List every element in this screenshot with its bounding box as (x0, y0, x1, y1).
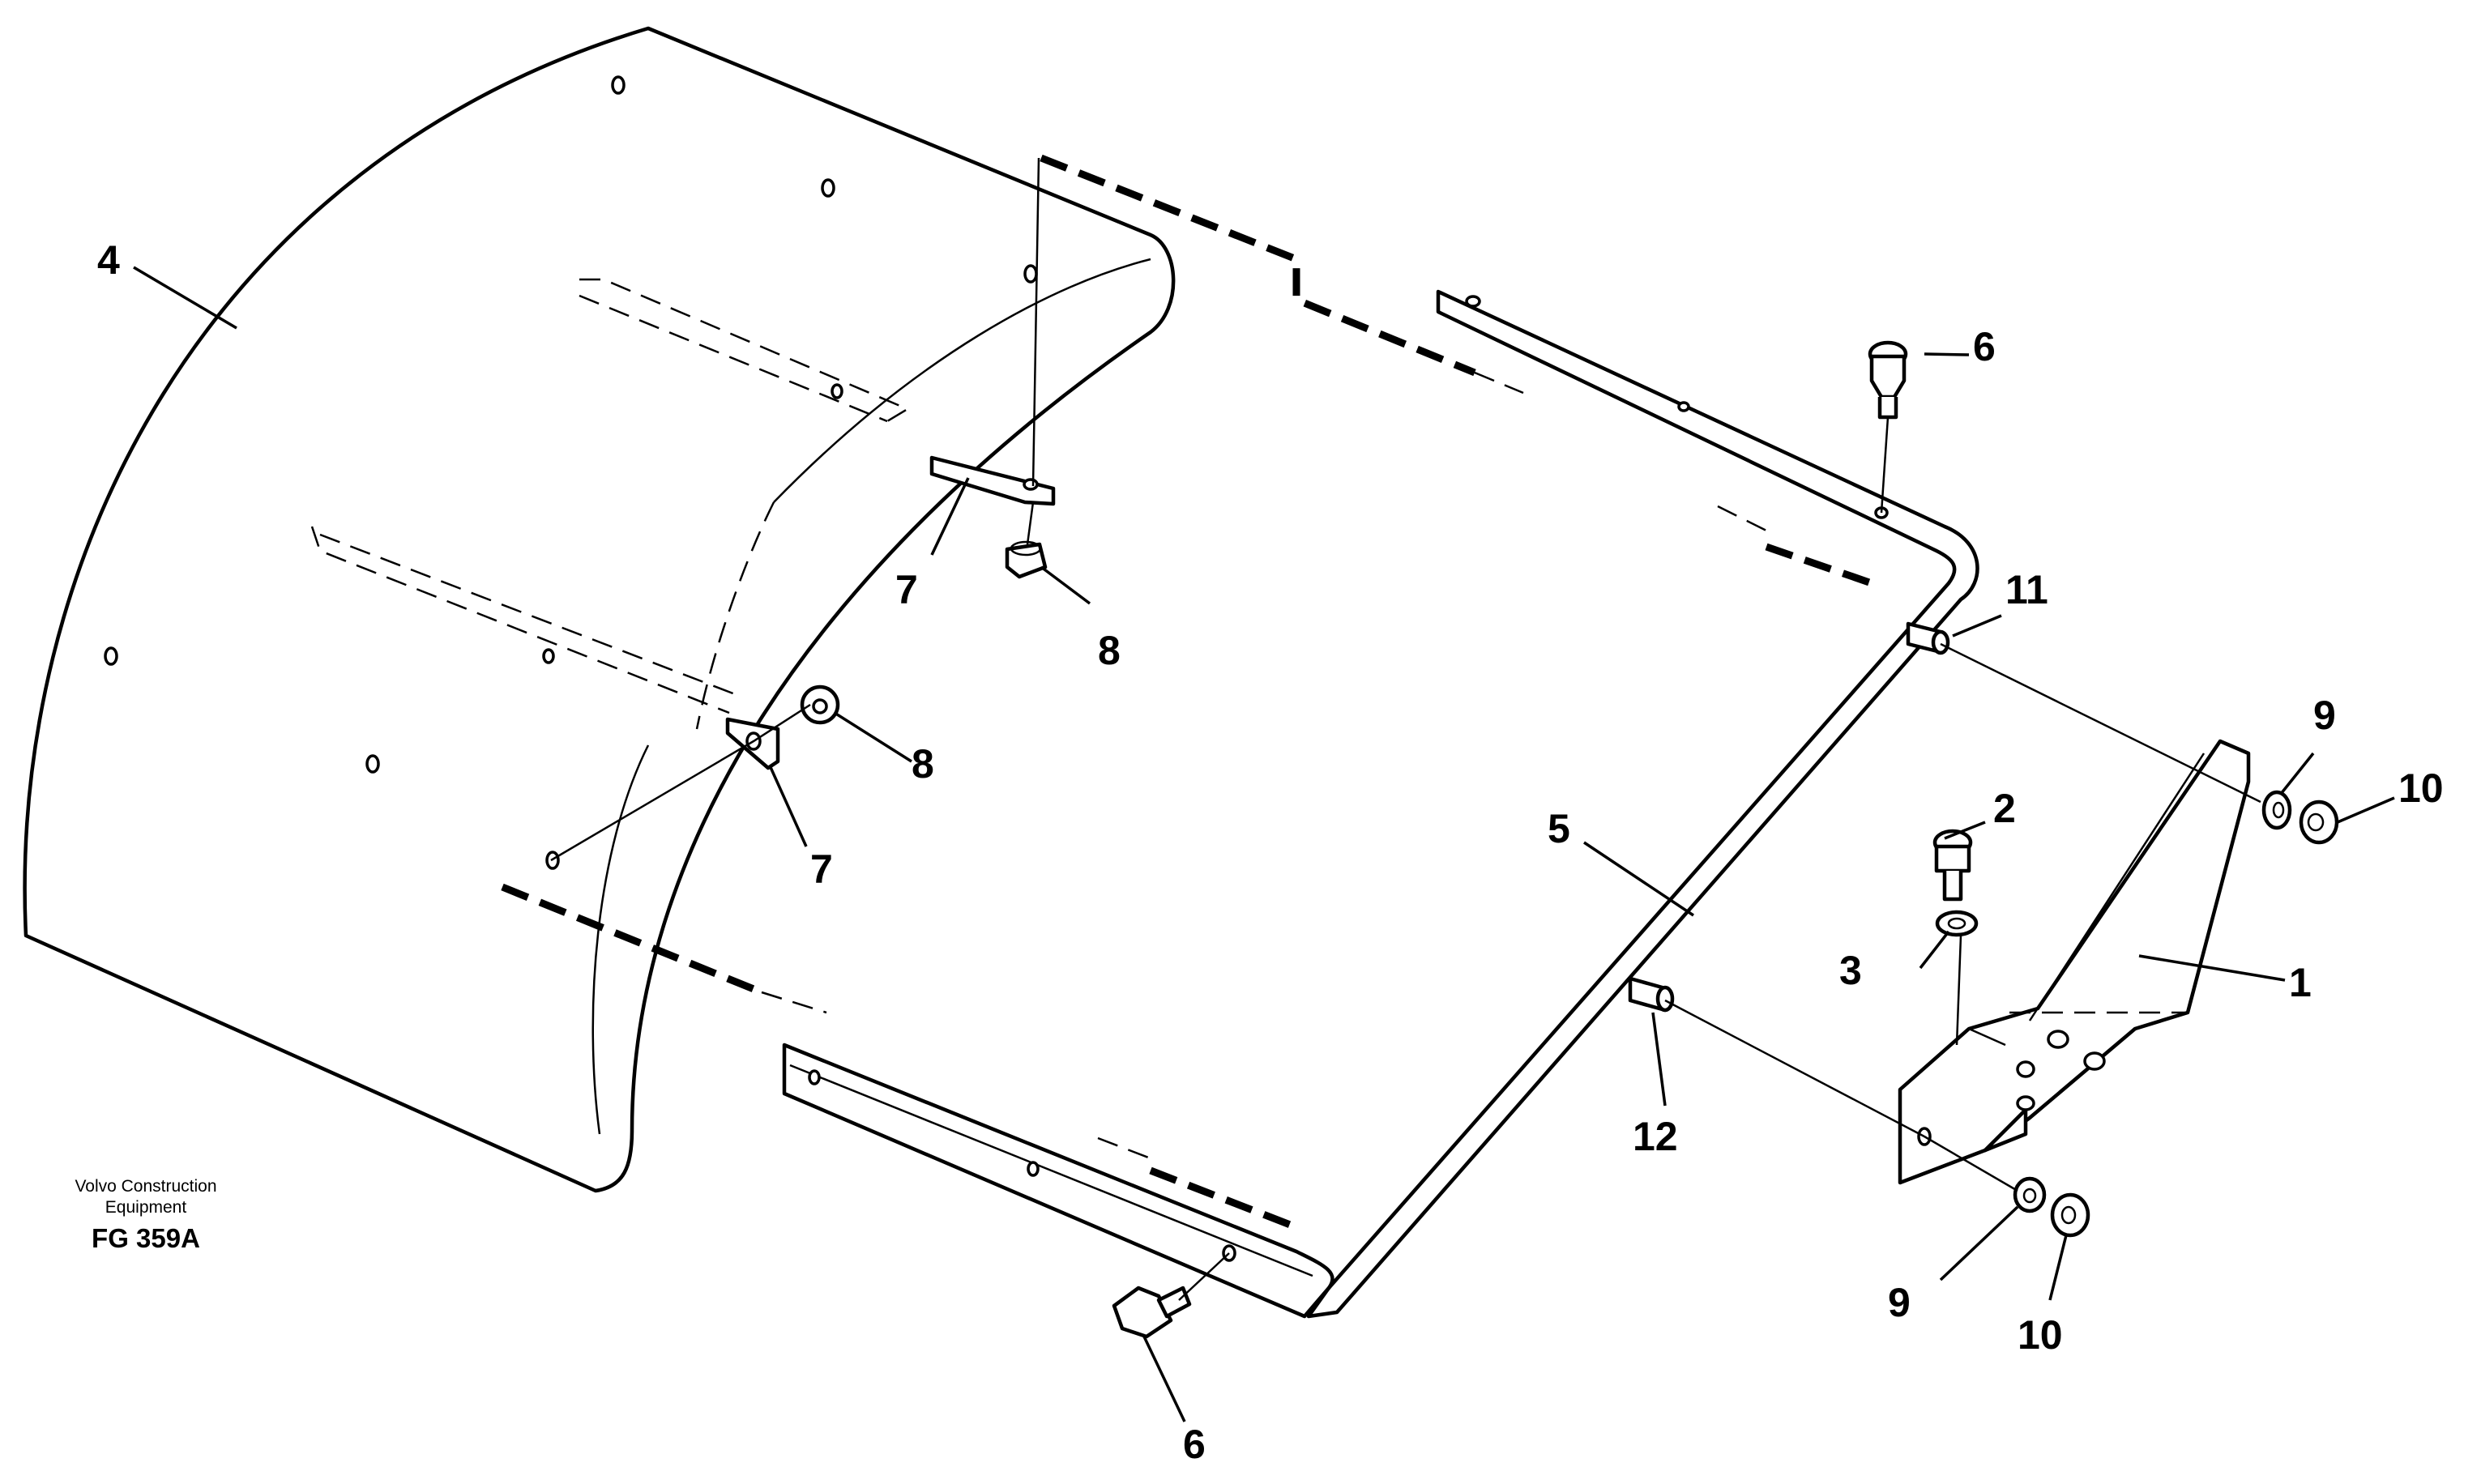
callout-10-upper: 10 (2398, 765, 2444, 811)
bolt-2 (1932, 829, 1973, 902)
nut-10-upper (2299, 800, 2339, 845)
washer-9-lower (2013, 1176, 2047, 1213)
callout-7-upper: 7 (895, 567, 918, 612)
callout-5: 5 (1548, 806, 1570, 851)
assembly-lines (550, 157, 2261, 1301)
mounting-bracket (1898, 739, 2251, 1185)
callout-7-lower: 7 (810, 846, 833, 892)
callout-3: 3 (1839, 948, 1862, 993)
leader-lines (133, 266, 2395, 1422)
callout-8-upper: 8 (1098, 628, 1121, 673)
brand-line-2: Equipment (105, 1198, 187, 1217)
callout-6-top: 6 (1973, 324, 1996, 369)
callout-9-lower: 9 (1888, 1280, 1911, 1325)
dashed-mounting-edges (501, 154, 1873, 1231)
upper-nut (1005, 540, 1048, 579)
figure-caption: Volvo Construction Equipment FG 359A (49, 1176, 243, 1254)
lower-nut (800, 684, 840, 725)
callout-6-bottom: 6 (1183, 1422, 1206, 1467)
callout-2: 2 (1993, 786, 2016, 831)
callout-10-lower: 10 (2018, 1312, 2063, 1358)
callout-11: 11 (2005, 567, 2048, 612)
stud-11 (1906, 621, 1950, 655)
washer-9-upper (2261, 790, 2292, 830)
fender-shell (23, 26, 1176, 1193)
bolt-top-6 (1868, 340, 1908, 420)
bolt-bottom-6 (1112, 1286, 1192, 1339)
callout-1: 1 (2289, 960, 2312, 1005)
upper-clip (929, 455, 1056, 506)
washer-3 (1935, 910, 1979, 937)
figure-code: FG 359A (92, 1223, 200, 1253)
callout-9-upper: 9 (2313, 693, 2336, 738)
callout-12: 12 (1633, 1114, 1678, 1159)
callout-labels: 4 7 8 8 7 5 6 6 2 3 1 11 12 9 10 9 10 (97, 237, 2444, 1467)
nut-10-lower (2050, 1192, 2090, 1238)
stud-12 (1628, 976, 1675, 1013)
brand-line-1: Volvo Construction (75, 1177, 217, 1196)
callout-8-lower: 8 (912, 741, 934, 787)
callout-4: 4 (97, 237, 120, 283)
